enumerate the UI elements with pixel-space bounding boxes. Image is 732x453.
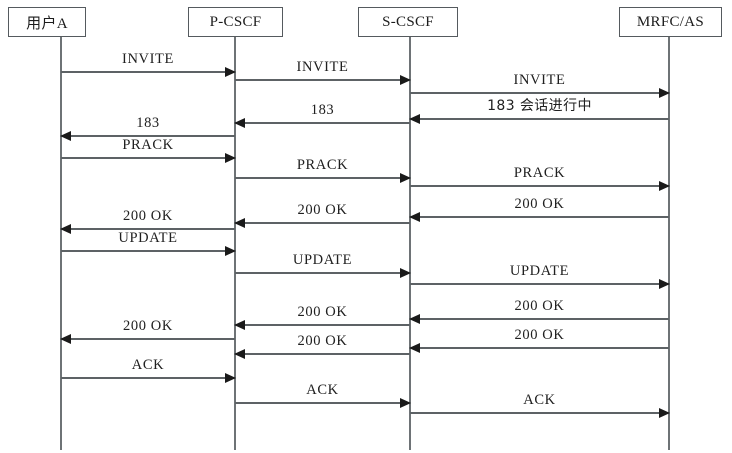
arrowhead-left-icon — [409, 343, 420, 353]
arrowhead-left-icon — [234, 320, 245, 330]
arrowhead-left-icon — [234, 349, 245, 359]
message-shaft — [61, 338, 235, 340]
message-label: 200 OK — [123, 318, 173, 334]
arrowhead-right-icon — [225, 373, 236, 383]
message-label: ACK — [131, 357, 165, 373]
message-label: 200 OK — [297, 202, 348, 218]
arrowhead-right-icon — [400, 173, 411, 183]
arrowhead-right-icon — [225, 67, 236, 77]
arrowhead-right-icon — [659, 88, 670, 98]
message-shaft — [235, 79, 410, 81]
message-shaft — [61, 228, 235, 230]
arrowhead-left-icon — [234, 118, 245, 128]
actor-box-mrfc[interactable]: MRFC/AS — [619, 7, 722, 37]
message-shaft — [61, 377, 235, 379]
message-shaft — [61, 157, 235, 159]
message-shaft — [61, 250, 235, 252]
message-shaft — [410, 283, 669, 285]
actor-box-pcscf[interactable]: P-CSCF — [188, 7, 283, 37]
lifeline-ue — [60, 37, 62, 450]
message-shaft — [410, 118, 669, 120]
message-shaft — [235, 353, 410, 355]
lifeline-pcscf — [234, 37, 236, 450]
arrowhead-right-icon — [225, 153, 236, 163]
message-label: PRACK — [513, 165, 566, 181]
message-shaft — [410, 347, 669, 349]
message-shaft — [235, 402, 410, 404]
message-label: 200 OK — [514, 298, 565, 314]
message-shaft — [410, 92, 669, 94]
arrowhead-left-icon — [60, 131, 71, 141]
message-shaft — [235, 122, 410, 124]
message-shaft — [235, 177, 410, 179]
arrowhead-left-icon — [409, 114, 420, 124]
message-label: INVITE — [296, 59, 349, 75]
message-label: 200 OK — [514, 327, 565, 343]
arrowhead-right-icon — [659, 279, 670, 289]
message-label: 200 OK — [123, 208, 173, 224]
actor-box-ue[interactable]: 用户A — [8, 7, 86, 37]
message-shaft — [235, 222, 410, 224]
message-label: PRACK — [122, 137, 174, 153]
arrowhead-right-icon — [659, 181, 670, 191]
message-shaft — [61, 71, 235, 73]
arrowhead-right-icon — [400, 75, 411, 85]
lifeline-scscf — [409, 37, 411, 450]
message-label: INVITE — [513, 72, 566, 88]
message-label: UPDATE — [292, 252, 353, 268]
message-label: INVITE — [122, 51, 174, 67]
message-shaft — [61, 135, 235, 137]
message-shaft — [235, 324, 410, 326]
lifeline-mrfc — [668, 37, 670, 450]
message-shaft — [410, 216, 669, 218]
message-label: 200 OK — [514, 196, 565, 212]
arrowhead-right-icon — [659, 408, 670, 418]
arrowhead-left-icon — [60, 334, 71, 344]
message-shaft — [410, 185, 669, 187]
message-label: 183 — [136, 115, 160, 131]
arrowhead-left-icon — [409, 212, 420, 222]
arrowhead-right-icon — [400, 268, 411, 278]
arrowhead-left-icon — [234, 218, 245, 228]
arrowhead-left-icon — [409, 314, 420, 324]
message-label: 183 会话进行中 — [487, 98, 592, 114]
message-shaft — [410, 318, 669, 320]
arrowhead-right-icon — [400, 398, 411, 408]
message-shaft — [235, 272, 410, 274]
actor-box-scscf[interactable]: S-CSCF — [358, 7, 458, 37]
message-label: ACK — [523, 392, 556, 408]
message-label: 183 — [310, 102, 335, 118]
message-label: 200 OK — [297, 333, 348, 349]
arrowhead-right-icon — [225, 246, 236, 256]
message-label: UPDATE — [118, 230, 178, 246]
message-label: ACK — [306, 382, 339, 398]
message-label: UPDATE — [509, 263, 570, 279]
message-shaft — [410, 412, 669, 414]
message-label: 200 OK — [297, 304, 348, 320]
message-label: PRACK — [296, 157, 349, 173]
arrowhead-left-icon — [60, 224, 71, 234]
